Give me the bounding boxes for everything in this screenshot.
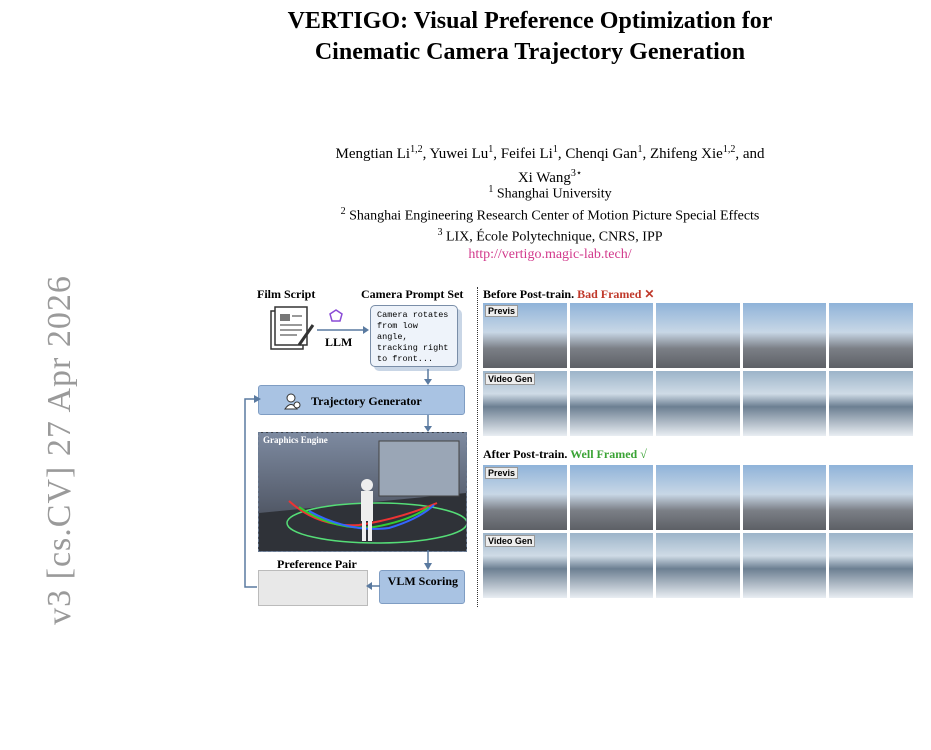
script-document-icon [270,306,315,350]
previs-frame [829,465,913,530]
arxiv-side-stamp: v3 [cs.CV] 27 Apr 2026 [41,275,78,625]
figure-divider [477,287,478,607]
author-name: Zhifeng Xie1,2 [649,144,736,162]
llm-arrow [317,326,369,334]
video-frame [742,533,827,598]
author-list: Mengtian Li1,2, Yuwei Lu1, Feifei Li1, C… [335,144,765,186]
video-frame [829,371,913,436]
author-name: Mengtian Li1,2 [335,144,423,162]
before-previs-row: Previs [483,303,913,368]
video-frame: Video Gen [483,371,567,436]
llm-label: LLM [325,335,353,349]
camera-trajectory-visual [259,440,466,551]
video-frame [656,371,740,436]
title-line-2: Cinematic Camera Trajectory Generation [314,39,746,65]
engine-down-arrow [424,550,432,570]
affiliation-2: 2 Shanghai Engineering Research Center o… [340,205,760,224]
previs-frame [569,465,654,530]
trajectory-generator-label: Trajectory Generator [311,394,422,408]
previs-frame [829,303,913,368]
affiliation-3: 3 LIX, École Polytechnique, CNRS, IPP [437,227,663,245]
affiliation-1: 1 Shanghai University [488,184,612,202]
video-frame [569,371,654,436]
video-frame [742,371,827,436]
vlm-to-pair-arrow [366,582,380,590]
graphics-engine-label: Graphics Engine [263,435,328,445]
camera-prompt-set-label: Camera Prompt Set [361,287,464,301]
film-script-label: Film Script [257,287,316,301]
video-frame: Video Gen [483,533,567,598]
paper-title: VERTIGO: Visual Preference Optimization … [180,6,880,68]
previs-frame [742,465,827,530]
video-frame [569,533,654,598]
previs-frame [742,303,827,368]
preference-pair-box [258,570,368,606]
previs-frame [569,303,654,368]
before-video-row: Video Gen [483,371,913,436]
vlm-scoring-label: VLM Scoring [387,574,458,588]
video-frame [656,533,740,598]
well-framed-label: Well Framed √ [570,447,647,461]
author-name: Chenqi Gan1 [565,144,643,162]
previs-frame [656,303,740,368]
graphics-engine-render: Graphics Engine [258,432,467,552]
after-video-row: Video Gen [483,533,913,598]
teaser-figure: Film Script LLM Camera Prompt Set Camera… [244,287,915,607]
previs-frame: Previs [483,303,567,368]
before-image-grid: Previs Video Gen [483,303,913,439]
before-section-header: Before Post-train. Bad Framed ✕ [483,287,655,301]
project-url-link[interactable]: http://vertigo.magic-lab.tech/ [468,246,632,262]
video-frame [829,533,913,598]
feedback-loop-arrow [244,395,261,588]
author-name: Feifei Li1 [500,144,558,162]
trajectory-camera-icon [284,393,301,410]
bad-framed-label: Bad Framed ✕ [577,287,655,301]
author-name: Yuwei Lu1 [429,144,494,162]
affiliations: 1 Shanghai University 2 Shanghai Enginee… [200,181,900,263]
preference-pair-label: Preference Pair [277,557,357,571]
generator-down-arrow [424,415,432,432]
after-previs-row: Previs [483,465,913,530]
title-line-1: VERTIGO: Visual Preference Optimization … [287,8,773,34]
llm-logo-icon [329,309,343,322]
vlm-scoring-box: VLM Scoring [379,570,465,604]
after-image-grid: Previs Video Gen [483,465,913,601]
after-section-header: After Post-train. Well Framed √ [483,447,647,461]
author-name: Xi Wang3⋆ [517,168,583,186]
previs-frame: Previs [483,465,567,530]
previs-frame [656,465,740,530]
prompt-down-arrow [424,369,432,385]
camera-prompt-box: Camera rotates from low angle, tracking … [370,305,458,367]
